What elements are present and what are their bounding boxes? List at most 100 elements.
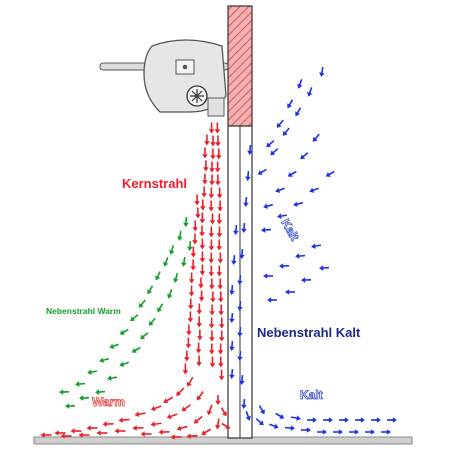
cold-air-arrow <box>300 153 308 159</box>
warm-core-arrow <box>202 148 208 159</box>
warm-core-arrow <box>216 149 222 160</box>
warm-core-arrow <box>209 344 215 355</box>
warm-core-arrow <box>209 266 215 277</box>
warm-core-arrow <box>200 265 206 276</box>
warm-side-arrow <box>183 217 189 227</box>
warm-core-arrow <box>217 227 223 238</box>
warm-core-arrow <box>209 240 215 251</box>
warm-core-arrow <box>215 136 221 147</box>
warm-core-arrow <box>199 291 205 302</box>
cold-air-arrow <box>333 429 343 435</box>
warm-core-arrow <box>196 343 202 354</box>
label-kalt-bottom: Kalt <box>300 388 323 402</box>
warm-core-arrow <box>189 286 195 297</box>
cold-air-arrow <box>349 429 359 435</box>
warm-side-arrow <box>167 289 172 298</box>
radiant-heater <box>100 40 228 116</box>
flow-arrows <box>41 67 398 440</box>
warm-core-arrow <box>189 273 195 284</box>
warm-floor-arrow <box>167 414 177 419</box>
warm-core-arrow <box>209 305 215 316</box>
warm-side-arrow <box>149 318 155 326</box>
warm-floor-arrow <box>151 421 162 427</box>
cold-air-arrow <box>283 128 289 136</box>
warm-core-arrow <box>210 292 216 303</box>
warm-floor-arrow <box>215 395 221 405</box>
cold-air-arrow <box>301 427 311 433</box>
warm-core-arrow <box>218 253 224 264</box>
cold-air-arrow <box>313 134 319 142</box>
warm-floor-arrow <box>87 425 98 431</box>
cold-air-arrow <box>381 429 391 435</box>
cold-air-arrow <box>269 424 278 429</box>
warm-side-arrow <box>132 348 141 353</box>
warm-side-arrow <box>177 231 183 241</box>
warm-side-arrow <box>187 241 193 251</box>
warm-side-arrow <box>65 403 75 409</box>
cold-air-arrow <box>267 297 277 303</box>
cold-air-arrow <box>365 429 375 435</box>
warm-core-arrow <box>210 136 216 147</box>
cold-air-arrow <box>263 204 273 209</box>
warm-core-arrow <box>218 344 224 355</box>
warm-floor-arrow <box>207 405 212 415</box>
cold-air-arrow <box>355 417 365 423</box>
cold-air-arrow <box>279 263 289 269</box>
label-nebenstrahl-kalt: Nebenstrahl Kalt <box>257 325 361 340</box>
warm-side-arrow <box>155 271 160 280</box>
cold-air-arrow <box>371 417 381 423</box>
cold-air-arrow <box>285 289 295 295</box>
warm-core-arrow <box>188 312 194 323</box>
warm-core-arrow <box>209 331 215 342</box>
warm-floor-arrow <box>115 428 126 434</box>
warm-core-arrow <box>204 135 210 146</box>
warm-floor-arrow <box>176 388 184 396</box>
warm-core-arrow <box>197 330 203 341</box>
warm-core-arrow <box>196 356 202 367</box>
warm-core-arrow <box>203 161 209 172</box>
warm-core-arrow <box>200 252 206 263</box>
warm-side-arrow <box>59 389 69 395</box>
warm-core-arrow <box>209 279 215 290</box>
warm-core-arrow <box>200 213 206 224</box>
bracket-bolt <box>183 65 188 70</box>
warm-side-arrow <box>119 362 128 367</box>
warm-core-arrow <box>208 201 214 212</box>
warm-floor-arrow <box>97 430 108 436</box>
warm-core-arrow <box>218 305 224 316</box>
label-kernstrahl: Kernstrahl <box>122 176 187 191</box>
cold-air-arrow <box>275 188 284 193</box>
warm-core-arrow <box>192 234 198 245</box>
warm-floor-arrow <box>135 411 146 417</box>
warm-core-arrow <box>210 357 216 368</box>
warm-floor-arrow <box>71 428 82 434</box>
label-warm: Warm <box>92 395 125 409</box>
cold-air-arrow <box>295 108 300 117</box>
warm-core-arrow <box>209 162 215 173</box>
warm-core-arrow <box>198 278 204 289</box>
warm-core-arrow <box>184 351 190 362</box>
warm-floor-arrow <box>133 425 144 431</box>
cold-air-arrow <box>266 141 274 147</box>
cold-air-arrow <box>293 202 303 207</box>
warm-core-arrow <box>219 331 225 342</box>
warm-floor-arrow <box>119 417 130 423</box>
warm-core-arrow <box>197 304 203 315</box>
warm-side-arrow <box>107 375 117 381</box>
warm-side-arrow <box>79 395 89 401</box>
cold-air-arrow <box>287 100 292 109</box>
warm-core-arrow <box>200 200 206 211</box>
warm-core-arrow <box>202 174 208 185</box>
cold-air-arrow <box>263 273 273 279</box>
cold-air-arrow <box>319 67 325 77</box>
cold-air-arrow <box>309 188 318 193</box>
warm-side-arrow <box>130 315 138 321</box>
warm-core-arrow <box>218 292 224 303</box>
warm-core-arrow <box>217 266 223 277</box>
cold-air-arrow <box>270 149 278 155</box>
warm-side-arrow <box>181 257 187 267</box>
warm-core-arrow <box>217 279 223 290</box>
warm-floor-arrow <box>201 429 211 435</box>
cold-air-arrow <box>256 419 264 425</box>
warm-side-arrow <box>109 344 118 349</box>
